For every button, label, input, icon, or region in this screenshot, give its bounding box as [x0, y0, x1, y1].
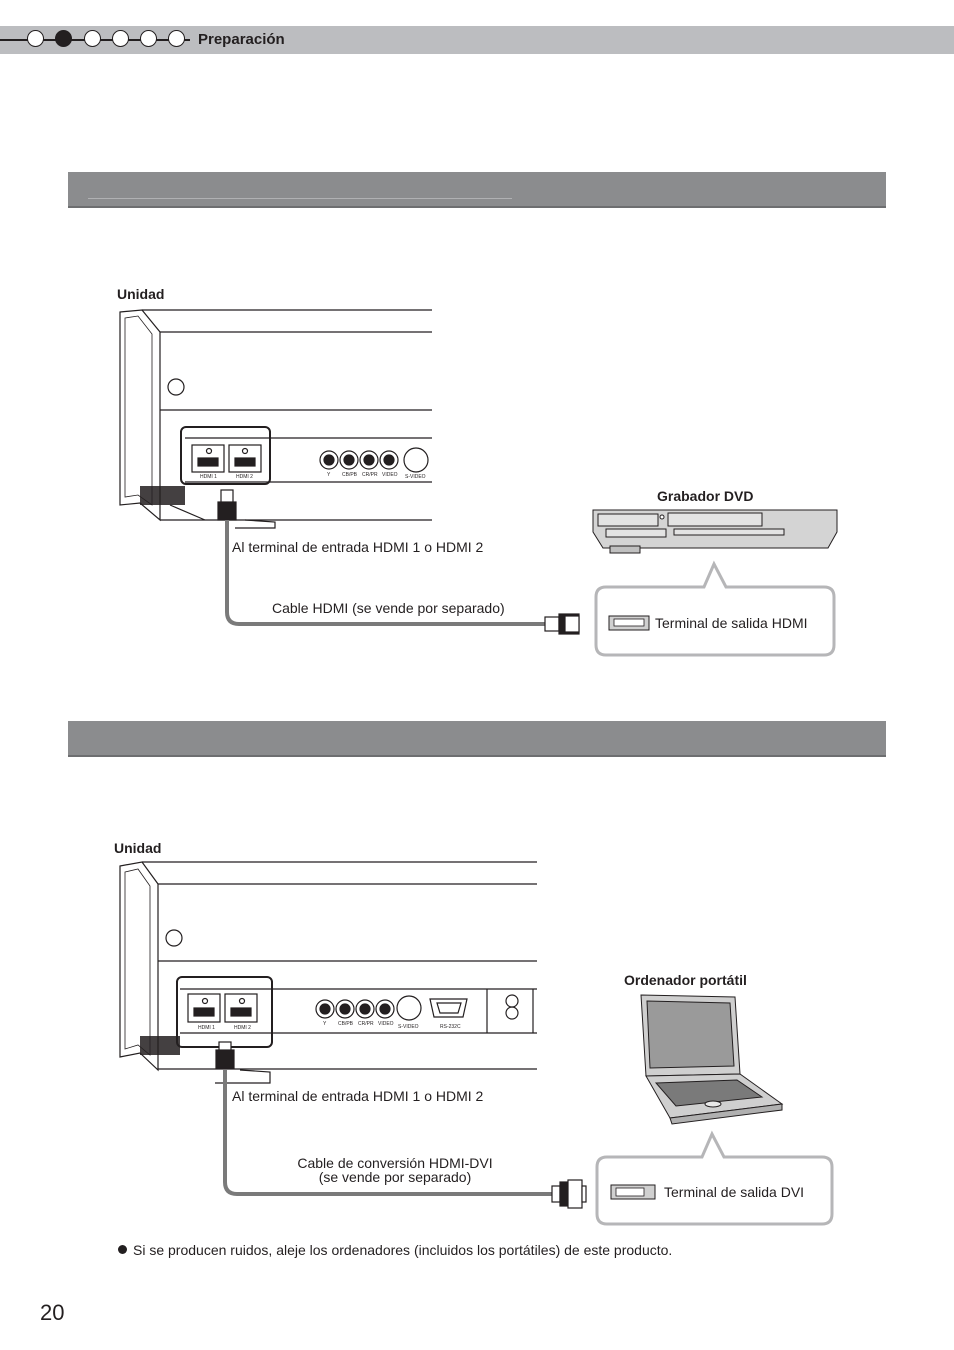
progress-dot-3	[84, 30, 101, 47]
dvi-output-icon	[610, 1184, 656, 1200]
progress-dot-6	[168, 30, 185, 47]
jack-label-cb: CB/PB	[342, 472, 358, 478]
jack-label-cr: CR/PR	[358, 1021, 374, 1027]
bullet-icon	[118, 1245, 127, 1254]
jack-label-video: VIDEO	[382, 472, 398, 478]
unit-label-2: Unidad	[114, 840, 162, 856]
band-rule	[88, 198, 512, 199]
progress-dot-5	[140, 30, 157, 47]
progress-dot-2-active	[55, 30, 72, 47]
jack-label-svideo: S-VIDEO	[405, 474, 426, 480]
hdmi-dvi-cable-label-line2: (se vende por separado)	[318, 1169, 472, 1185]
hdmi-cable-1	[225, 520, 545, 626]
laptop-computer	[640, 994, 784, 1125]
hdmi-input-label-2: Al terminal de entrada HDMI 1 o HDMI 2	[232, 1088, 484, 1104]
section-band-hdmi	[68, 172, 886, 208]
hdmi-plug-device-1	[544, 613, 580, 635]
port-label-hdmi2: HDMI 2	[234, 1025, 251, 1031]
jack-label-rs232c: RS-232C	[440, 1024, 461, 1030]
dvd-recorder	[592, 509, 838, 554]
unit-label-1: Unidad	[117, 286, 165, 302]
dvi-output-label: Terminal de salida DVI	[664, 1184, 805, 1200]
port-labels-2: HDMI 1 HDMI 2 Y CB/PB CR/PR VIDEO S-VIDE…	[198, 1021, 461, 1031]
port-label-hdmi1: HDMI 1	[198, 1025, 215, 1031]
jack-label-svideo: S-VIDEO	[398, 1024, 419, 1030]
hdmi-dvi-cable-label-line1: Cable de conversión HDMI-DVI	[297, 1155, 493, 1171]
hdmi-output-icon	[608, 615, 650, 631]
projector-unit-2	[119, 861, 537, 1084]
port-label-hdmi1: HDMI 1	[200, 474, 217, 480]
section-band-dvi	[68, 721, 886, 757]
dvi-plug	[551, 1179, 587, 1209]
hdmi-input-label-1: Al terminal de entrada HDMI 1 o HDMI 2	[232, 539, 484, 555]
dvd-recorder-label: Grabador DVD	[657, 488, 754, 504]
hdmi-output-label: Terminal de salida HDMI	[655, 615, 808, 631]
port-labels-1: HDMI 1 HDMI 2 Y CB/PB CR/PR VIDEO S-VIDE…	[200, 472, 426, 480]
jack-label-cr: CR/PR	[362, 472, 378, 478]
hdmi-cable-label: Cable HDMI (se vende por separado)	[272, 600, 505, 616]
projector-unit-1	[119, 309, 432, 529]
callout-dvi-output	[595, 1130, 834, 1226]
noise-note-text: Si se producen ruidos, aleje los ordenad…	[133, 1242, 673, 1258]
noise-note: Si se producen ruidos, aleje los ordenad…	[118, 1242, 672, 1258]
jack-label-video: VIDEO	[378, 1021, 394, 1027]
jack-label-y: Y	[327, 472, 331, 478]
port-label-hdmi2: HDMI 2	[236, 474, 253, 480]
hdmi-dvi-cable	[223, 1070, 552, 1196]
laptop-label: Ordenador portátil	[624, 972, 747, 988]
progress-dot-4	[112, 30, 129, 47]
progress-dot-1	[27, 30, 44, 47]
header-bar: Preparación	[0, 26, 954, 54]
callout-hdmi-output	[594, 560, 836, 657]
jack-label-y: Y	[323, 1021, 327, 1027]
section-title: Preparación	[198, 31, 285, 48]
page-number: 20	[40, 1300, 65, 1325]
jack-label-cb: CB/PB	[338, 1021, 354, 1027]
